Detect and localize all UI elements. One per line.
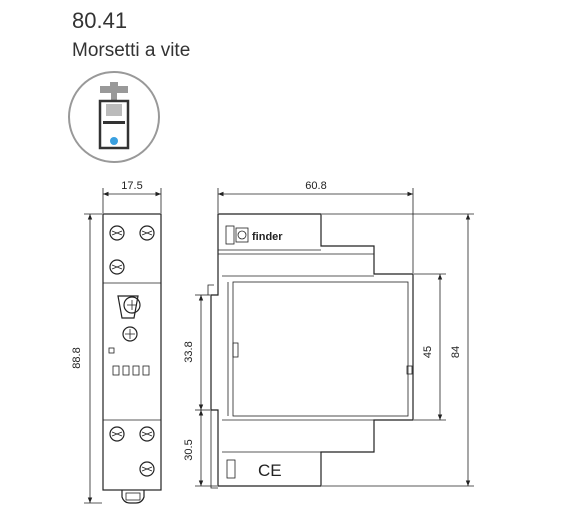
terminal-type-label: Morsetti a vite [72, 40, 191, 61]
front-view [84, 188, 162, 504]
front-screw-terminals-bottom [109, 426, 155, 477]
dim-mid-height: 45 [422, 346, 434, 358]
screw-terminal-icon [68, 71, 160, 163]
dim-lower-offset: 30.5 [183, 439, 195, 460]
dim-upper-offset: 33.8 [183, 341, 195, 362]
ce-mark: CE [258, 461, 282, 480]
product-code: 80.41 [72, 8, 128, 33]
dim-overall-height: 84 [450, 346, 462, 358]
dim-front-height: 88.8 [71, 347, 83, 368]
dim-front-width: 17.5 [121, 180, 142, 192]
brand-logo-text: finder [252, 231, 283, 243]
front-screw-terminals-top [109, 225, 155, 275]
side-view [207, 213, 414, 489]
dim-side-depth: 60.8 [305, 180, 326, 192]
icon-accent-dot [110, 137, 118, 145]
